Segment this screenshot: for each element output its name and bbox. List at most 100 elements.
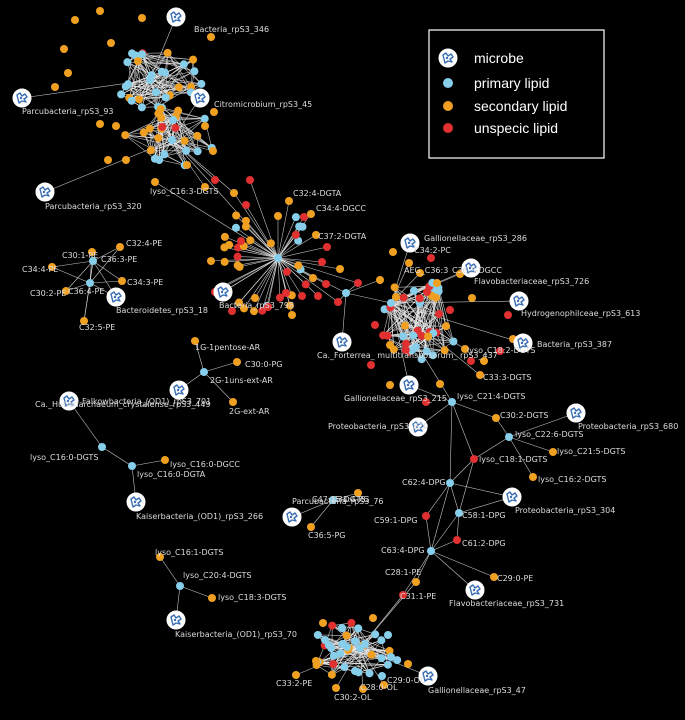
unspecific-lipid-node[interactable]	[242, 201, 250, 209]
secondary-lipid-node[interactable]	[400, 321, 409, 330]
unspecific-lipid-node[interactable]	[246, 176, 254, 184]
secondary-lipid-node[interactable]	[207, 33, 215, 41]
secondary-lipid-node[interactable]	[442, 322, 451, 331]
secondary-lipid-node[interactable]	[71, 16, 79, 24]
secondary-lipid-node[interactable]	[225, 240, 234, 249]
primary-lipid-node[interactable]	[336, 649, 345, 658]
lipid-node-l_c62_4dpg[interactable]	[446, 479, 454, 487]
lipid-node-l_c16_0dgcc[interactable]	[161, 456, 169, 464]
unspecific-lipid-node[interactable]	[158, 122, 167, 131]
lipid-node-l_c31_1pe[interactable]	[399, 591, 407, 599]
primary-lipid-node[interactable]	[393, 656, 402, 665]
secondary-lipid-node[interactable]	[189, 55, 198, 64]
microbe-icon[interactable]	[166, 7, 186, 27]
primary-lipid-node[interactable]	[313, 630, 322, 639]
lipid-node-l_c33_3dgts[interactable]	[476, 371, 484, 379]
secondary-lipid-node[interactable]	[60, 45, 68, 53]
secondary-lipid-node[interactable]	[235, 298, 244, 307]
lipid-node-l_c58_1dpg[interactable]	[455, 509, 463, 517]
lipid-node-l_2gext[interactable]	[229, 398, 237, 406]
secondary-lipid-node[interactable]	[187, 82, 196, 91]
unspecific-lipid-node[interactable]	[422, 398, 430, 406]
primary-lipid-node[interactable]	[123, 58, 132, 67]
secondary-lipid-node[interactable]	[404, 660, 412, 668]
unspecific-lipid-node[interactable]	[446, 306, 454, 314]
unspecific-lipid-node[interactable]	[328, 621, 337, 630]
lipid-node-l_c28_1pe[interactable]	[412, 578, 420, 586]
unspecific-lipid-node[interactable]	[399, 293, 408, 302]
microbe-icon[interactable]	[332, 332, 352, 352]
primary-lipid-node[interactable]	[351, 637, 360, 646]
primary-lipid-node[interactable]	[422, 347, 431, 356]
microbe-icon[interactable]	[166, 610, 186, 630]
lipid-node-l_c30_2dgts[interactable]	[492, 414, 500, 422]
unspecific-lipid-node[interactable]	[298, 292, 306, 300]
lipid-node-l_c36_3dgcc[interactable]	[456, 270, 464, 278]
microbe-icon[interactable]	[399, 375, 419, 395]
secondary-lipid-node[interactable]	[376, 276, 384, 284]
microbe-icon[interactable]	[566, 403, 586, 423]
unspecific-lipid-node[interactable]	[467, 357, 475, 365]
primary-lipid-node[interactable]	[117, 90, 126, 99]
secondary-lipid-node[interactable]	[96, 120, 104, 128]
primary-lipid-node[interactable]	[137, 103, 146, 112]
secondary-lipid-node[interactable]	[386, 341, 394, 349]
unspecific-lipid-node[interactable]	[291, 230, 300, 239]
unspecific-lipid-node[interactable]	[323, 243, 331, 251]
primary-lipid-node[interactable]	[399, 332, 408, 341]
unspecific-lipid-node[interactable]	[379, 331, 388, 340]
unspecific-lipid-node[interactable]	[233, 252, 242, 261]
secondary-lipid-node[interactable]	[122, 156, 130, 164]
unspecific-lipid-node[interactable]	[322, 280, 330, 288]
lipid-node-l_c34_2pc[interactable]	[405, 259, 413, 267]
secondary-lipid-node[interactable]	[251, 294, 259, 302]
lipid-node-l_c36_5pg[interactable]	[307, 523, 315, 531]
primary-lipid-node[interactable]	[197, 79, 206, 88]
primary-lipid-node[interactable]	[182, 146, 191, 155]
primary-lipid-node[interactable]	[121, 82, 130, 91]
microbe-icon[interactable]	[12, 88, 32, 108]
secondary-lipid-node[interactable]	[436, 380, 444, 388]
secondary-lipid-node[interactable]	[241, 222, 250, 231]
secondary-lipid-node[interactable]	[139, 128, 148, 137]
unspecific-lipid-node[interactable]	[334, 298, 342, 306]
unspecific-lipid-node[interactable]	[211, 176, 219, 184]
primary-lipid-node[interactable]	[127, 96, 136, 105]
primary-lipid-node[interactable]	[365, 669, 374, 678]
primary-lipid-node[interactable]	[409, 286, 418, 295]
lipid-node-l_c21_5dgts[interactable]	[549, 448, 557, 456]
lipid-node-l_c34_3pe[interactable]	[118, 277, 126, 285]
unspecific-lipid-node[interactable]	[237, 237, 245, 245]
primary-lipid-node[interactable]	[409, 331, 418, 340]
unspecific-lipid-node[interactable]	[282, 289, 290, 297]
secondary-lipid-node[interactable]	[390, 283, 399, 292]
primary-lipid-node[interactable]	[377, 636, 386, 645]
lipid-node-l_c59_1dpg[interactable]	[422, 512, 430, 520]
microbe-icon[interactable]	[502, 487, 522, 507]
lipid-node-l_aeg[interactable]	[416, 269, 424, 277]
lipid-node-l_c20_4dgts[interactable]	[176, 582, 184, 590]
primary-lipid-node[interactable]	[291, 213, 300, 222]
secondary-lipid-node[interactable]	[209, 147, 217, 155]
secondary-lipid-node[interactable]	[232, 211, 241, 220]
lipid-node-l_c63_4dpg[interactable]	[427, 547, 435, 555]
secondary-lipid-node[interactable]	[385, 646, 394, 655]
hub-star-node[interactable]	[274, 254, 282, 262]
secondary-lipid-node[interactable]	[207, 257, 215, 265]
secondary-lipid-node[interactable]	[220, 257, 229, 266]
secondary-lipid-node[interactable]	[235, 262, 244, 271]
primary-lipid-node[interactable]	[193, 147, 202, 156]
primary-lipid-node[interactable]	[383, 660, 392, 669]
lipid-node-l_c32_4dgta[interactable]	[285, 197, 293, 205]
lipid-node-l_c21_4dgts[interactable]	[448, 398, 456, 406]
secondary-lipid-node[interactable]	[480, 357, 488, 365]
lipid-node-l_c34_4pg[interactable]	[354, 489, 362, 497]
unspecific-lipid-node[interactable]	[347, 618, 356, 627]
primary-lipid-node[interactable]	[168, 115, 177, 124]
secondary-lipid-node[interactable]	[433, 279, 441, 287]
primary-lipid-node[interactable]	[411, 342, 420, 351]
primary-lipid-node[interactable]	[321, 636, 329, 644]
microbe-icon[interactable]	[126, 492, 146, 512]
secondary-lipid-node[interactable]	[367, 650, 376, 659]
unspecific-lipid-node[interactable]	[354, 279, 362, 287]
